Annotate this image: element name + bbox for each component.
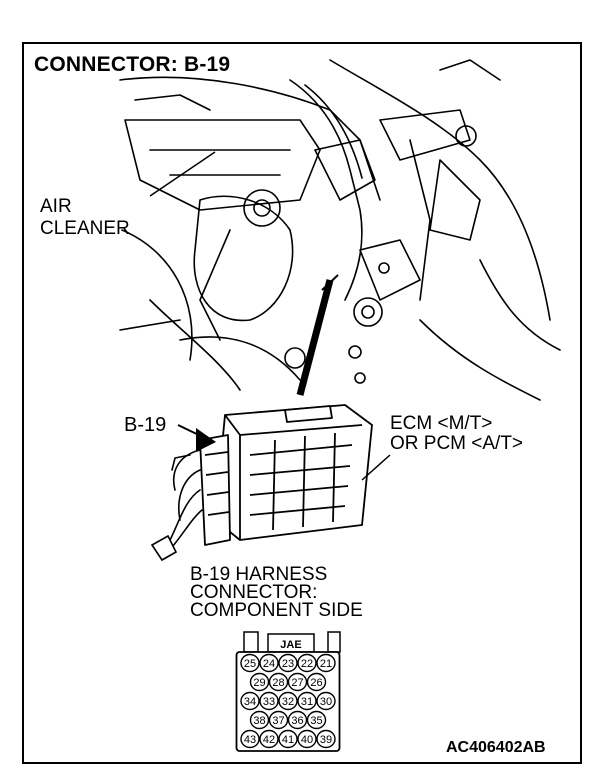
pin-label-34: 34 <box>244 696 256 708</box>
pin-label-35: 35 <box>310 715 322 727</box>
figure-code: AC406402AB <box>446 739 546 756</box>
pin-34 <box>240 691 260 711</box>
pin-31 <box>297 691 317 711</box>
pin-38 <box>249 710 270 730</box>
pin-label-37: 37 <box>272 715 284 727</box>
pin-label-31: 31 <box>301 696 313 708</box>
pin-label-28: 28 <box>272 677 284 689</box>
pin-label-39: 39 <box>320 734 332 746</box>
pin-label-32: 32 <box>282 696 294 708</box>
pin-27 <box>287 672 308 692</box>
pin-39 <box>316 729 336 749</box>
pin-label-27: 27 <box>291 677 303 689</box>
pin-40 <box>297 729 317 749</box>
pin-label-36: 36 <box>291 715 303 727</box>
pin-label-30: 30 <box>320 696 332 708</box>
pin-label-43: 43 <box>244 734 256 746</box>
pin-label-23: 23 <box>282 658 294 670</box>
pin-label-24: 24 <box>263 658 275 670</box>
jae-label: JAE <box>280 639 301 651</box>
pin-29 <box>249 672 270 692</box>
pin-37 <box>268 710 289 730</box>
pin-label-42: 42 <box>263 734 275 746</box>
pin-label-33: 33 <box>263 696 275 708</box>
pin-26 <box>306 672 327 692</box>
pin-25 <box>240 653 260 673</box>
pin-24 <box>259 653 279 673</box>
harness-connector-label: B-19 HARNESS CONNECTOR: COMPONENT SIDE <box>190 564 363 621</box>
pin-42 <box>259 729 279 749</box>
pin-label-29: 29 <box>253 677 265 689</box>
pin-label-26: 26 <box>310 677 322 689</box>
pin-43 <box>240 729 260 749</box>
pin-35 <box>306 710 327 730</box>
air-cleaner-label: AIR CLEANER <box>40 196 130 239</box>
pin-28 <box>268 672 289 692</box>
pin-33 <box>259 691 279 711</box>
pin-grid: 25 24 23 22 21 29 28 27 26 34 33 32 31 30 38 37 36 35 43 42… <box>235 651 341 752</box>
ecm-label: ECM <M/T> OR PCM <A/T> <box>390 413 524 454</box>
pin-label-41: 41 <box>282 734 294 746</box>
pin-22 <box>297 653 317 673</box>
pin-label-38: 38 <box>253 715 265 727</box>
connector-callout-label: B-19 <box>124 414 167 436</box>
pin-36 <box>287 710 308 730</box>
pin-label-40: 40 <box>301 734 313 746</box>
pin-label-21: 21 <box>320 658 332 670</box>
pin-30 <box>316 691 336 711</box>
pin-label-25: 25 <box>244 658 256 670</box>
pin-21 <box>316 653 336 673</box>
page-title: CONNECTOR: B-19 <box>34 53 231 76</box>
pin-label-22: 22 <box>301 658 313 670</box>
pin-41 <box>278 729 298 749</box>
pin-23 <box>278 653 298 673</box>
pin-32 <box>278 691 298 711</box>
